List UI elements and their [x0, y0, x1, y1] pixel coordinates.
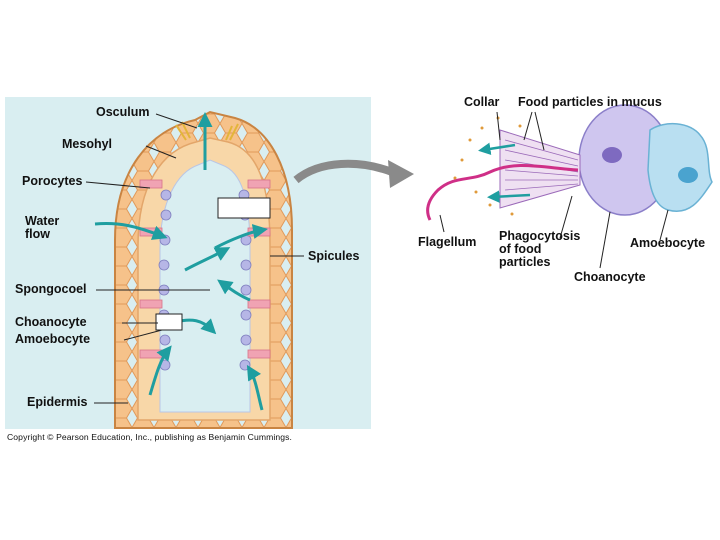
choanocyte-nucleus	[602, 147, 622, 163]
leader-lines-right	[439, 111, 669, 269]
label-porocytes: Porocytes	[22, 174, 83, 188]
amoebocyte-cell	[647, 123, 713, 213]
flagellum-strand	[426, 164, 579, 221]
label-amoebocyte: Amoebocyte	[15, 332, 91, 346]
magnify-arrowhead	[388, 160, 414, 188]
label-spicules: Spicules	[308, 249, 360, 263]
zoom-box-lower	[155, 313, 183, 331]
label-collar: Collar	[464, 95, 500, 109]
label-water-flow: Water flow	[25, 214, 60, 241]
copyright-text: Copyright © Pearson Education, Inc., pub…	[7, 432, 293, 442]
label-osculum: Osculum	[96, 105, 150, 119]
magnify-arrow	[293, 159, 394, 184]
label-spongocoel: Spongocoel	[15, 282, 87, 296]
label-mesohyl: Mesohyl	[62, 137, 113, 151]
label-phagocytosis: Phagocytosis of food particles	[499, 229, 581, 269]
osculum-spicules	[175, 121, 239, 141]
label-epidermis: Epidermis	[27, 395, 88, 409]
label-amoebocyte-right: Amoebocyte	[630, 236, 706, 250]
zoom-box-upper	[217, 197, 271, 219]
water-flow-arrows	[94, 112, 268, 411]
label-choanocyte-right: Choanocyte	[574, 270, 646, 284]
amoebocyte-nucleus	[678, 167, 698, 183]
label-choanocyte: Choanocyte	[15, 315, 87, 329]
label-food-particles: Food particles in mucus	[518, 95, 662, 109]
label-flagellum: Flagellum	[418, 235, 477, 249]
choanocyte-detail	[426, 104, 713, 221]
leader-lines	[85, 113, 304, 404]
